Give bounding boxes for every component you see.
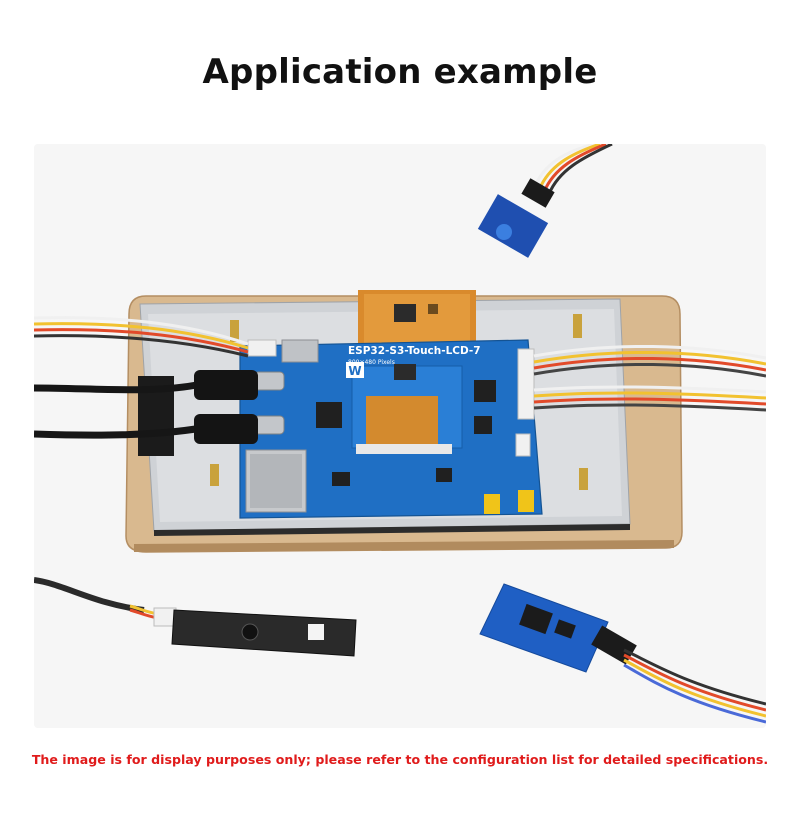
camera-module bbox=[34, 577, 357, 657]
page-title: Application example bbox=[202, 52, 598, 92]
esp32-board: W ESP32-S3-Touch-LCD-7 800×480 Pixels bbox=[239, 339, 543, 519]
board-name: ESP32-S3-Touch-LCD-7 bbox=[348, 345, 481, 357]
brand-logo: W bbox=[348, 364, 361, 378]
tilt-sensor-module bbox=[477, 144, 613, 258]
product-photo: W ESP32-S3-Touch-LCD-7 800×480 Pixels bbox=[34, 144, 766, 728]
standoffs bbox=[210, 314, 588, 490]
board-resolution: 800×480 Pixels bbox=[348, 359, 395, 366]
disclaimer-text: The image is for display purposes only; … bbox=[31, 752, 769, 767]
rs485-module bbox=[479, 583, 766, 724]
right-wire-harness bbox=[533, 344, 766, 412]
usb-cables bbox=[34, 370, 258, 444]
left-wire-harness bbox=[34, 316, 249, 358]
